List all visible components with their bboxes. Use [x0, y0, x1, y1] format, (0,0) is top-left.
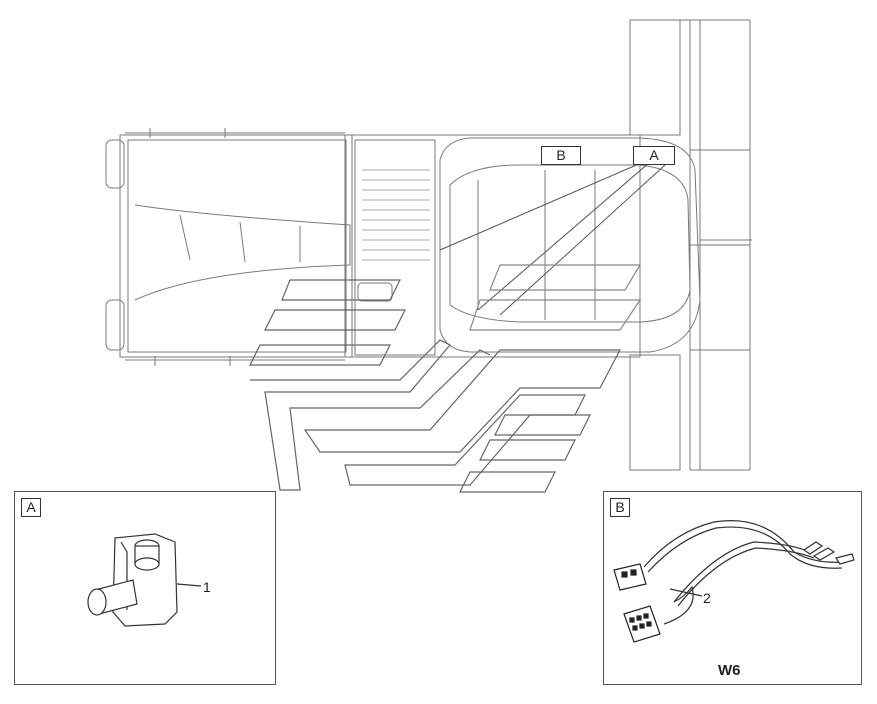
wiring-harness-drawing	[613, 520, 855, 643]
connector-clip-drawing	[87, 533, 202, 627]
detail-marker-b: B	[541, 146, 581, 165]
detail-panel-a: A 1	[14, 491, 276, 685]
leader-lines-a	[439, 159, 666, 316]
cab-roof	[439, 137, 701, 353]
detail-panel-a-tag: A	[21, 498, 41, 517]
front-blade	[629, 19, 752, 471]
wiring-harness-label: W6	[718, 662, 741, 679]
center-frame	[344, 134, 641, 358]
cable-routing-arrows	[249, 264, 642, 493]
callout-2: 2	[703, 590, 711, 606]
detail-marker-a: A	[633, 146, 675, 165]
rear-frame	[105, 128, 353, 366]
detail-panel-b: B 2 W6	[603, 491, 862, 685]
detail-panel-b-tag: B	[610, 498, 630, 517]
callout-1: 1	[203, 579, 211, 595]
